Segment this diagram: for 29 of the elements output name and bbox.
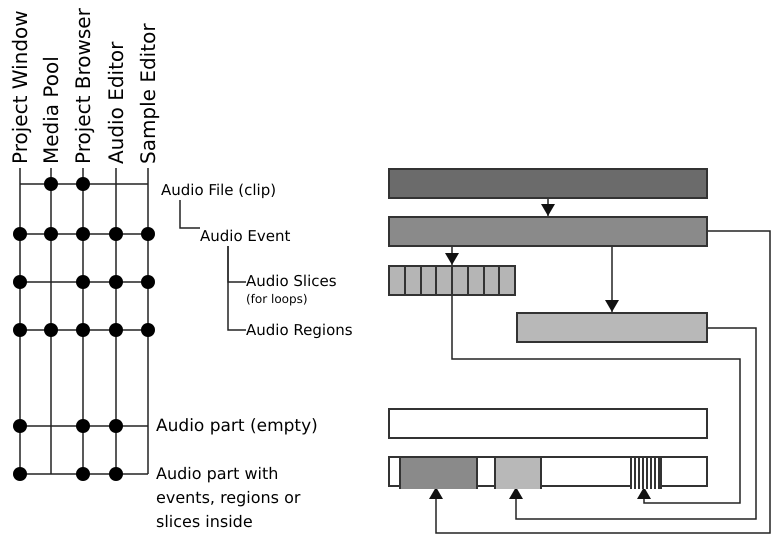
- arrow: [605, 247, 619, 312]
- arrow: [445, 247, 459, 265]
- column-header: Media Pool: [40, 56, 62, 164]
- sliced-bar: [388, 265, 516, 296]
- part-bar: [388, 408, 708, 439]
- region-segment: [494, 458, 542, 489]
- hierarchy-label: Audio part (empty): [156, 415, 319, 438]
- event-segment: [399, 458, 478, 489]
- tree-line: [227, 246, 246, 331]
- hierarchy-label: Audio Event: [200, 226, 292, 246]
- hierarchy-label: Audio File (clip): [161, 180, 278, 200]
- sliced-segment: [630, 458, 662, 489]
- column-header: Project Window: [9, 10, 31, 164]
- clip-bar: [388, 168, 708, 199]
- hierarchy-label: Audio Regions: [246, 320, 354, 340]
- column-header: Project Browser: [72, 8, 94, 164]
- arrow: [429, 230, 771, 534]
- hierarchy-label: Audio Slices: [246, 272, 338, 291]
- column-header: Sample Editor: [137, 23, 159, 164]
- part-bar: [388, 456, 708, 487]
- arrow: [541, 199, 555, 216]
- tree-line: [179, 200, 200, 229]
- event-bar: [388, 216, 708, 247]
- region-bar: [516, 312, 708, 343]
- arrow: [451, 296, 741, 504]
- column-header: Audio Editor: [105, 42, 127, 164]
- arrow: [509, 327, 757, 520]
- note-text: (for loops): [246, 291, 309, 307]
- hierarchy-label: Audio part with events, regions or slices inside: [156, 463, 302, 533]
